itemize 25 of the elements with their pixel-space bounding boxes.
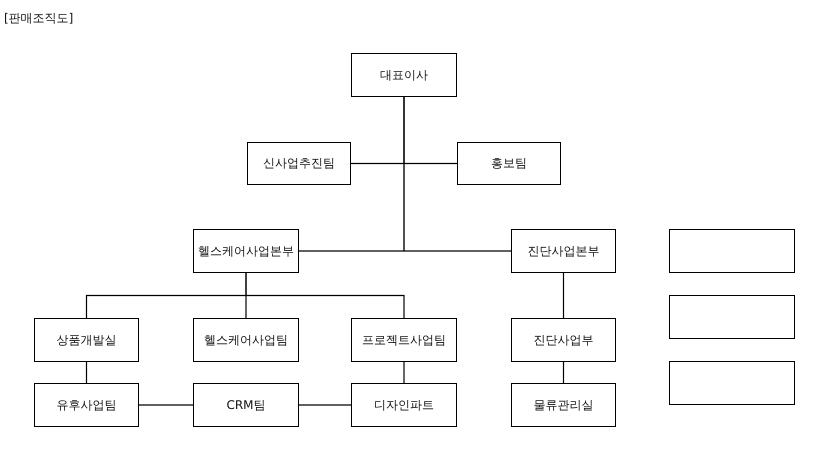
department-box: 진단사업본부 — [511, 229, 616, 273]
department-box: 대표이사 — [351, 53, 457, 97]
department-box: 홍보팀 — [457, 142, 561, 185]
connector-line — [403, 97, 511, 252]
department-box: 헬스케어사업팀 — [193, 318, 299, 362]
department-box: 헬스케어사업본부 — [193, 229, 299, 273]
connector-line — [139, 404, 193, 406]
connector-line — [562, 362, 564, 383]
department-box: 신사업추진팀 — [247, 142, 351, 185]
connector-line — [299, 404, 351, 406]
department-box: 진단사업부 — [511, 318, 616, 362]
department-box: 디자인파트 — [351, 383, 457, 427]
connector-line — [86, 362, 88, 383]
department-box: 상품개발실 — [34, 318, 139, 362]
connector-line — [245, 273, 405, 318]
department-box: 유후사업팀 — [34, 383, 139, 427]
department-box: 프로젝트사업팀 — [351, 318, 457, 362]
empty-box — [669, 295, 795, 339]
chart-title: [판매조직도] — [4, 10, 74, 27]
empty-box — [669, 361, 795, 405]
department-box: 물류관리실 — [511, 383, 616, 427]
connector-line — [562, 273, 564, 318]
department-box: CRM팀 — [193, 383, 299, 427]
connector-line — [403, 362, 405, 383]
empty-box — [669, 229, 795, 273]
